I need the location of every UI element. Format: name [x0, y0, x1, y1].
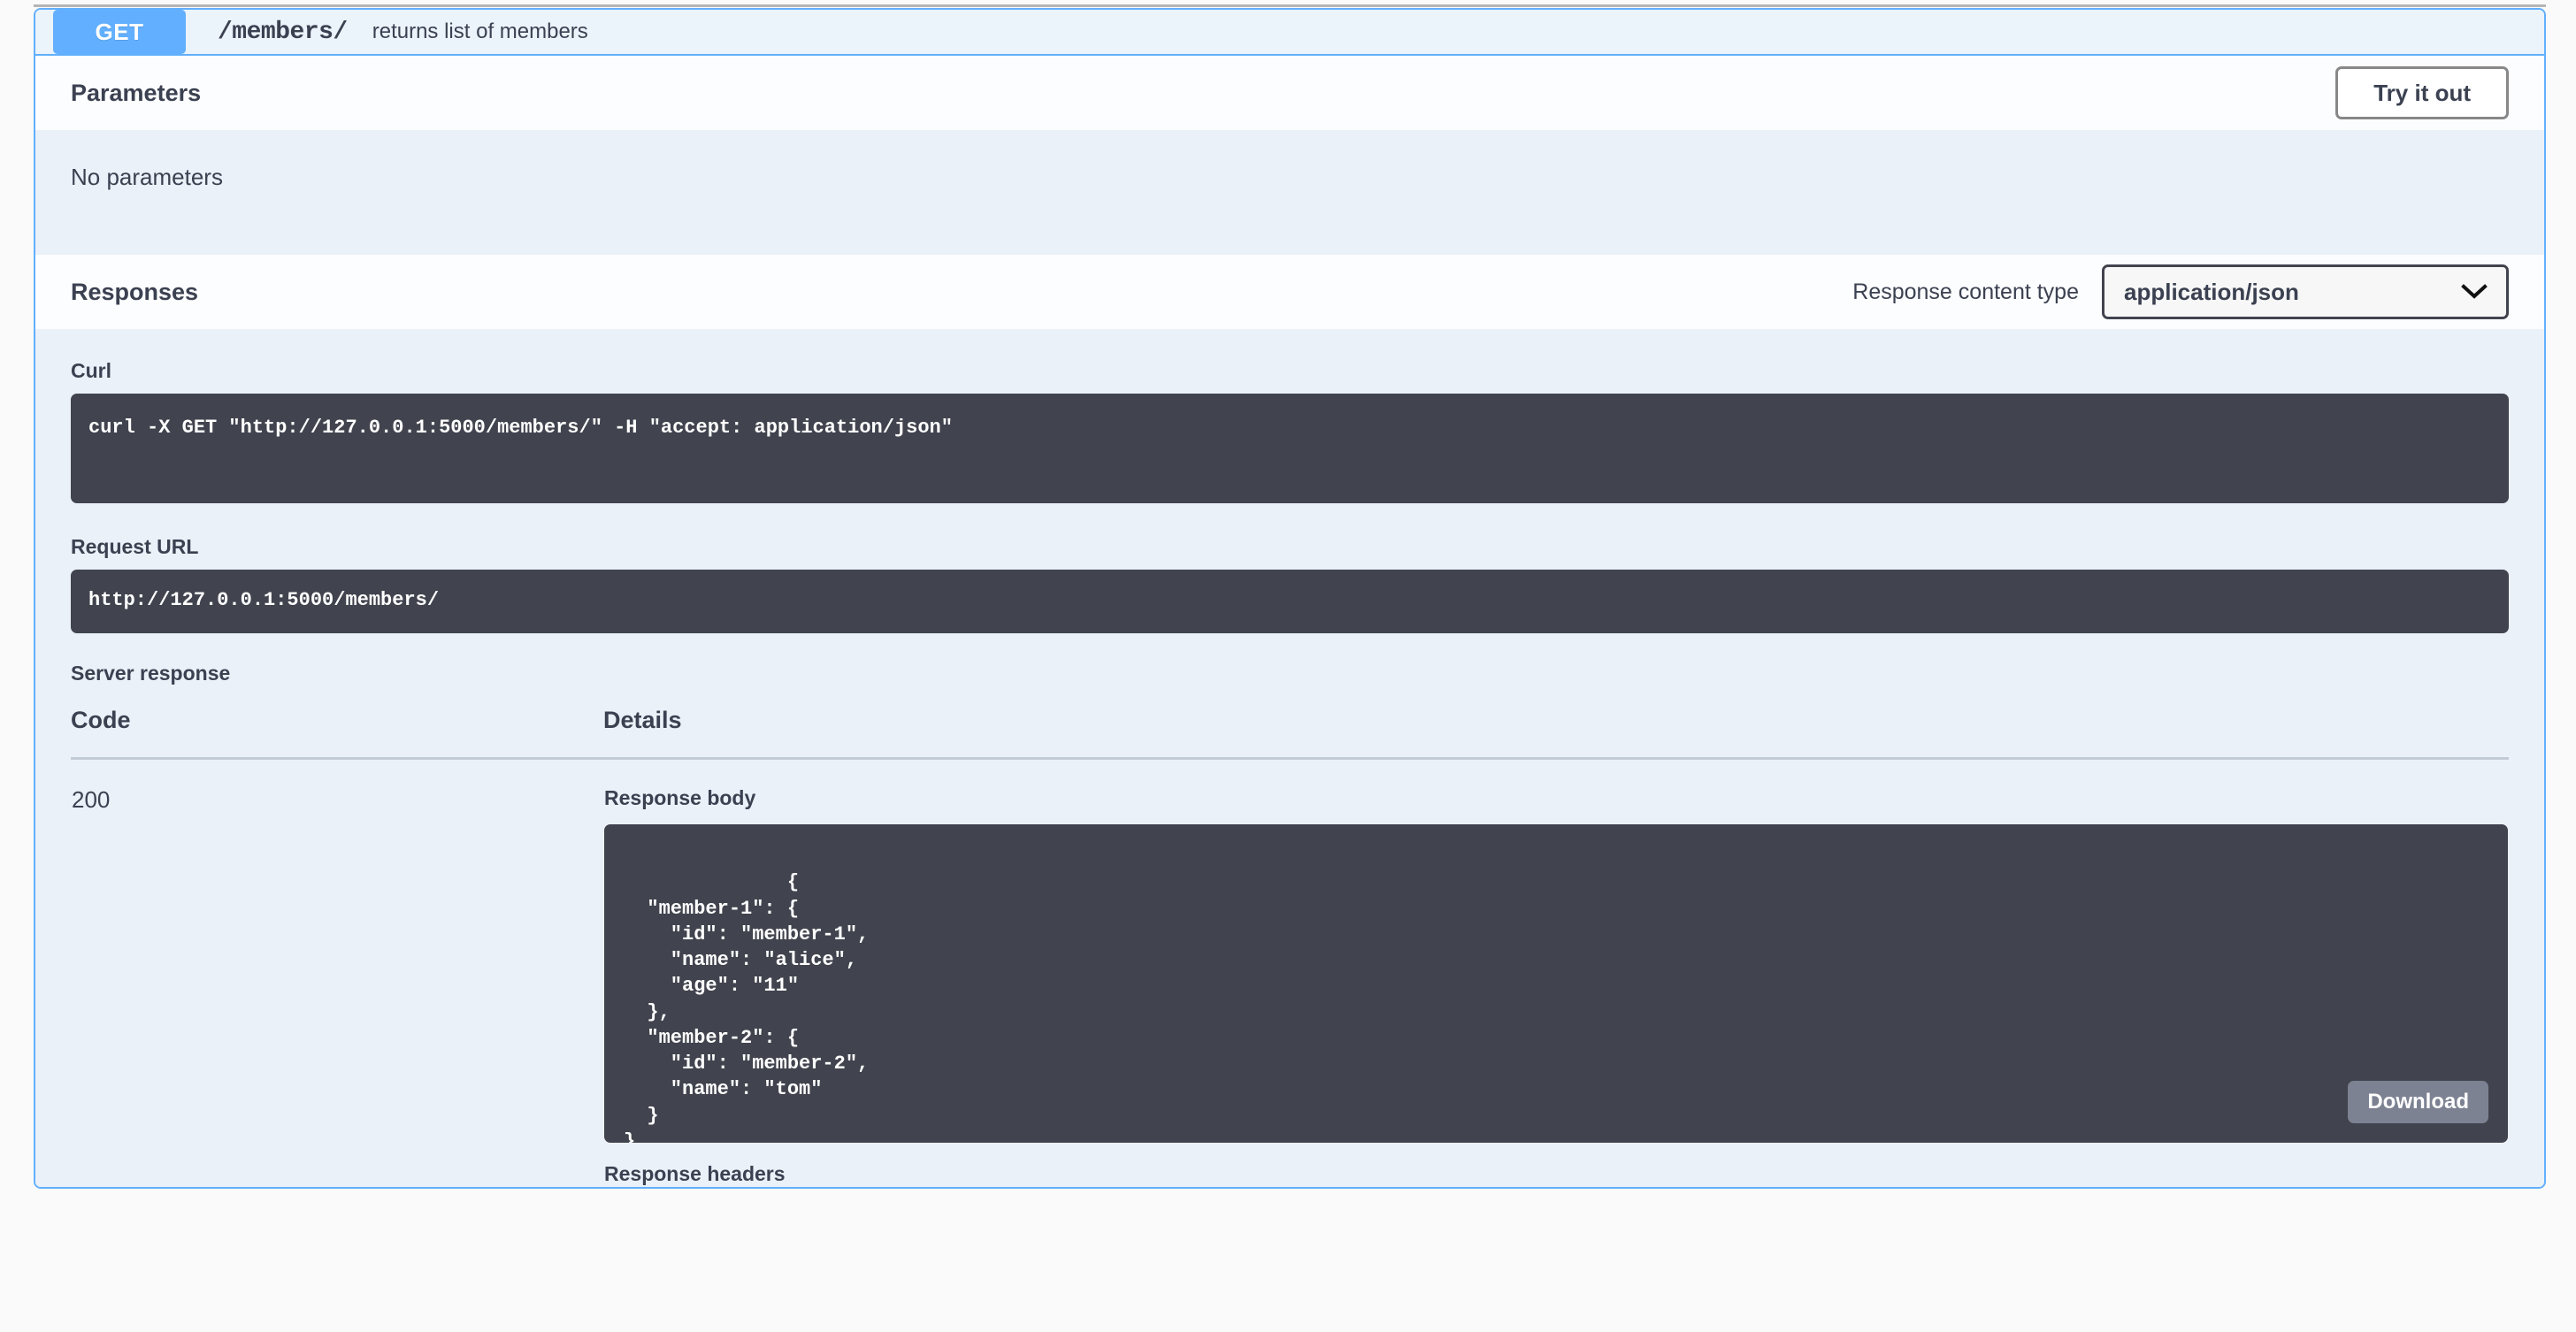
parameters-body: No parameters	[35, 130, 2544, 255]
request-url-block: http://127.0.0.1:5000/members/	[71, 570, 2509, 633]
request-url-label: Request URL	[71, 535, 199, 558]
operation-summary-text: returns list of members	[372, 19, 588, 43]
no-parameters-text: No parameters	[71, 164, 223, 190]
response-body-code-block[interactable]: { "member-1": { "id": "member-1", "name"…	[604, 824, 2508, 1143]
response-content-type-select[interactable]: application/json	[2102, 264, 2509, 319]
response-content-type-select-wrap: application/json	[2102, 264, 2509, 319]
parameters-header: Parameters Try it out	[35, 56, 2544, 130]
http-method-badge: GET	[53, 10, 186, 54]
response-content-type-control: Response content type application/json	[1852, 264, 2509, 319]
response-details-cell: Response body { "member-1": { "id": "mem…	[603, 759, 2509, 1188]
try-it-out-button[interactable]: Try it out	[2335, 66, 2509, 119]
column-header-code: Code	[71, 707, 603, 760]
table-header-row: Code Details	[71, 707, 2509, 760]
responses-title: Responses	[71, 278, 199, 305]
page-top-rule	[34, 4, 2546, 7]
server-response-table: Code Details 200 Response body { "member…	[71, 707, 2509, 1187]
parameters-title: Parameters	[71, 79, 202, 106]
operation-path: /members/	[218, 18, 348, 46]
curl-label: Curl	[71, 359, 111, 382]
operation-block-get-members: GET /members/ returns list of members Pa…	[34, 8, 2546, 1189]
server-response-label: Server response	[71, 662, 231, 685]
response-content-type-label: Response content type	[1852, 279, 2079, 304]
operation-summary-row[interactable]: GET /members/ returns list of members	[35, 10, 2544, 56]
response-body-label: Response body	[604, 786, 756, 809]
response-body-json: { "member-1": { "id": "member-1", "name"…	[624, 871, 870, 1143]
column-header-details: Details	[603, 707, 2509, 760]
response-code-value: 200	[72, 786, 111, 813]
curl-command-block[interactable]: curl -X GET "http://127.0.0.1:5000/membe…	[71, 394, 2509, 503]
responses-header: Responses Response content type applicat…	[35, 255, 2544, 329]
responses-body: Curl curl -X GET "http://127.0.0.1:5000/…	[35, 329, 2544, 1187]
download-button[interactable]: Download	[2348, 1081, 2488, 1123]
table-row: 200 Response body { "member-1": { "id": …	[71, 759, 2509, 1188]
response-headers-label: Response headers	[604, 1162, 786, 1185]
